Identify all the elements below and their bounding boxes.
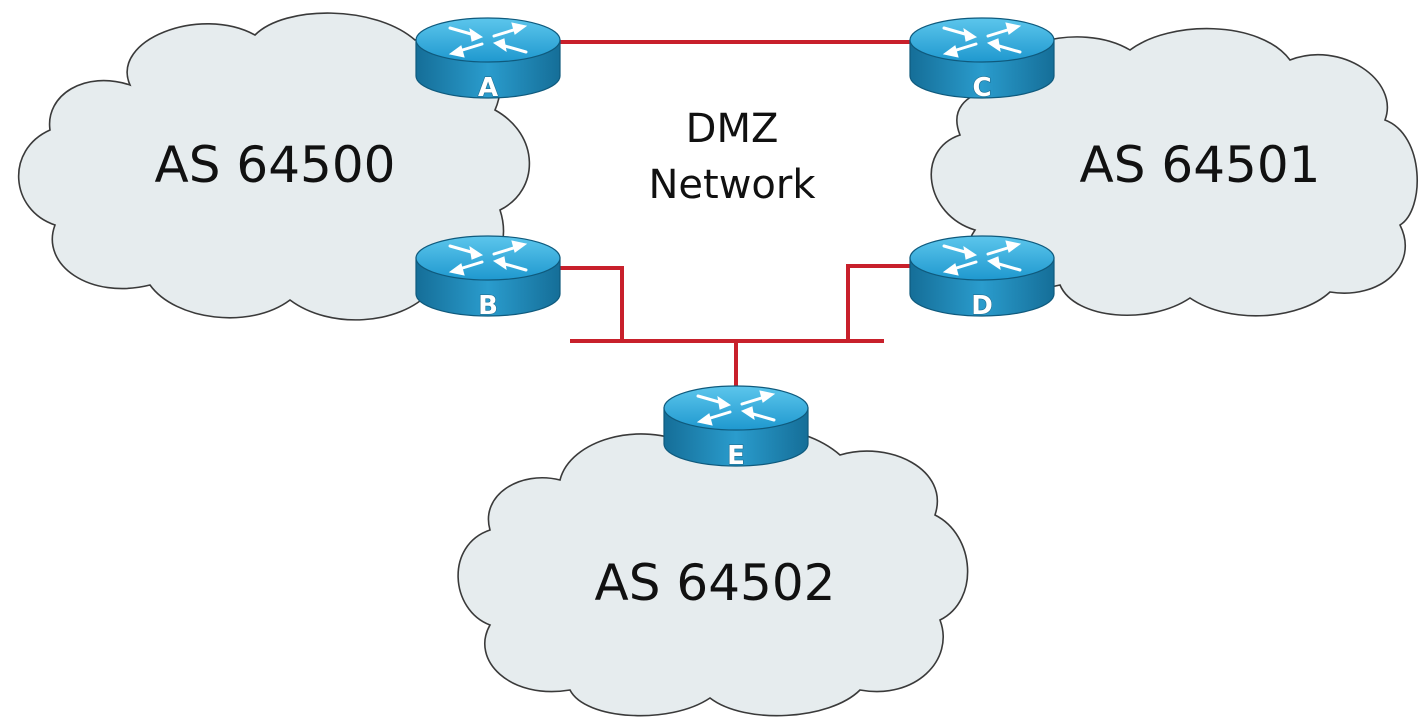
router-d: D	[909, 235, 1055, 322]
cloud-label-as64500: AS 64500	[155, 136, 396, 194]
router-label-a: A	[478, 73, 498, 103]
router-icon	[942, 240, 1022, 276]
router-d-top	[909, 235, 1055, 281]
router-a: A	[415, 17, 561, 104]
router-b: B	[415, 235, 561, 322]
router-b-top	[415, 235, 561, 281]
router-icon	[448, 22, 528, 58]
router-label-c: C	[972, 73, 991, 103]
router-c-top	[909, 17, 1055, 63]
cloud-as64501: AS 64501	[930, 27, 1418, 317]
cloud-as64500: AS 64500	[17, 12, 531, 321]
router-icon	[696, 390, 776, 426]
router-icon	[942, 22, 1022, 58]
router-label-e: E	[727, 441, 745, 471]
link-d-lan	[846, 264, 912, 343]
cloud-label-as64501: AS 64501	[1080, 136, 1321, 194]
router-c: C	[909, 17, 1055, 104]
links	[558, 40, 912, 392]
dmz-label-line1: DMZ	[686, 106, 779, 152]
router-label-d: D	[971, 291, 993, 321]
router-e-top	[663, 385, 809, 431]
router-label-b: B	[478, 291, 498, 321]
router-e: E	[663, 385, 809, 472]
cloud-as64502: AS 64502	[457, 426, 969, 717]
link-b-lan	[558, 266, 624, 343]
router-a-top	[415, 17, 561, 63]
dmz-label-line2: Network	[648, 162, 816, 208]
router-icon	[448, 240, 528, 276]
cloud-label-as64502: AS 64502	[595, 554, 836, 612]
dmz-network-label: DMZ Network	[648, 106, 816, 208]
